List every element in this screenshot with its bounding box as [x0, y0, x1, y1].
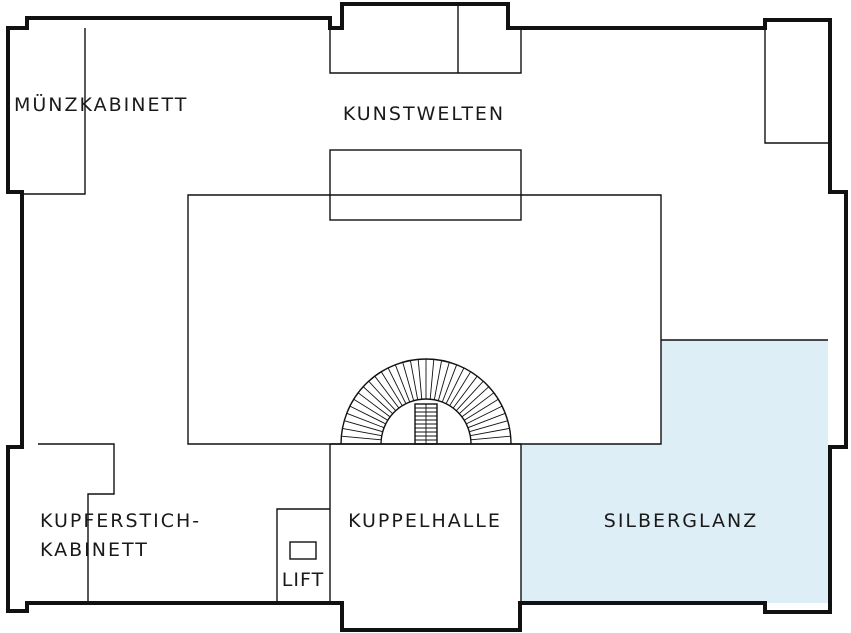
stair-step: [341, 435, 382, 441]
outer-wall: [6, 2, 848, 632]
stair-step: [409, 360, 419, 400]
stair-step: [346, 412, 385, 429]
stair-step: [445, 367, 465, 404]
stair-step: [470, 435, 511, 441]
stair-step: [433, 360, 443, 400]
stair-step: [429, 359, 435, 400]
stair-step: [368, 380, 397, 412]
upper-central-block: [329, 149, 522, 221]
stair-step: [387, 367, 407, 404]
stair-step: [449, 371, 472, 406]
lift-enclosure: [276, 508, 330, 603]
stair-step: [362, 386, 394, 415]
corner-room-top-right: [764, 28, 830, 144]
stair-step: [353, 398, 388, 421]
silberglanz-room-highlight[interactable]: [521, 340, 828, 603]
stair-step: [357, 392, 391, 418]
stair-step: [417, 359, 423, 400]
stair-step: [452, 375, 478, 409]
label-lift: LIFT: [282, 569, 324, 591]
stair-step: [344, 420, 383, 433]
central-courtyard: [187, 194, 662, 445]
stair-step: [458, 386, 490, 415]
stair-step: [461, 392, 495, 418]
stair-step: [455, 380, 484, 412]
label-kunstwelten: KUNSTWELTEN: [343, 103, 505, 125]
stair-step: [374, 375, 400, 409]
stair-step: [467, 412, 506, 429]
stair-step: [469, 420, 508, 433]
stair-step: [349, 405, 386, 425]
kupferstichkabinett-room: [38, 443, 115, 603]
label-kupferstich-line1: KUPFERSTICH-: [40, 510, 201, 532]
label-kupferstich-line2: KABINETT: [40, 539, 149, 561]
lift-box: [289, 541, 317, 560]
stair-step: [470, 427, 510, 437]
label-muenzkabinett: MÜNZKABINETT: [14, 93, 188, 116]
stair-step: [441, 364, 458, 403]
label-kuppelhalle: KUPPELHALLE: [348, 510, 502, 532]
spiral-staircase: [340, 358, 512, 445]
muenzkabinett-room: [22, 28, 86, 195]
stair-step: [437, 362, 450, 401]
stair-step: [394, 364, 411, 403]
stair-step: [342, 427, 382, 437]
kunstwelten-alcove: [329, 4, 522, 74]
stair-step: [380, 371, 403, 406]
stair-step: [464, 398, 499, 421]
label-silberglanz: SILBERGLANZ: [604, 510, 758, 532]
stair-step: [466, 405, 503, 425]
stair-step: [402, 362, 415, 401]
